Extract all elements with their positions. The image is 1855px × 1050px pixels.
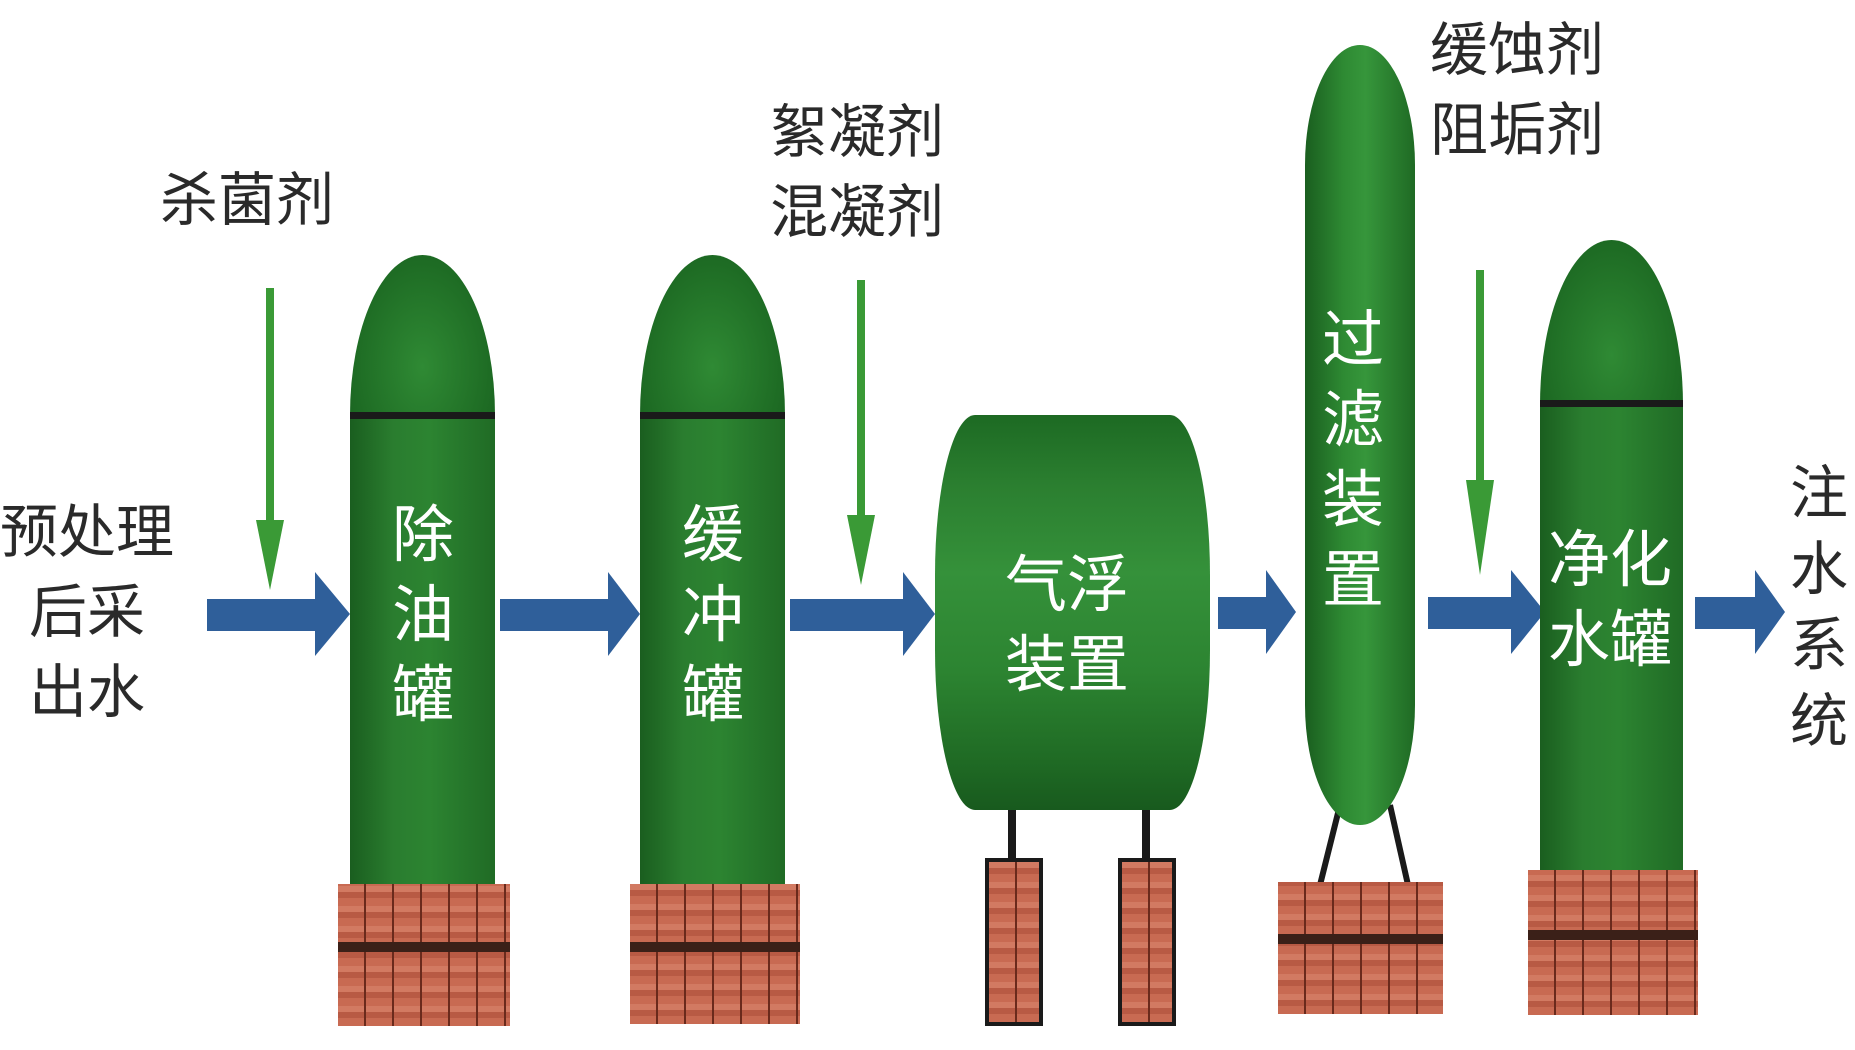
- purified-tank-label: 净化 水罐: [1548, 523, 1673, 676]
- flow-arrow-oil-to-buffer: [500, 572, 640, 656]
- flotation-foot-right: [1118, 858, 1176, 1026]
- filter-legs: [1317, 804, 1411, 886]
- buffer-tank-base: [630, 884, 800, 1024]
- inhibitor-label: 缓蚀剂 阻垢剂: [1430, 16, 1605, 164]
- flow-arrow-source-to-oil: [207, 572, 350, 656]
- flotation-foot-left: [985, 858, 1043, 1026]
- inhibitor-dose-arrow: [1466, 270, 1494, 575]
- oil-tank-seam: [350, 412, 495, 419]
- purified-tank-seam: [1540, 400, 1683, 407]
- flow-arrow-buffer-to-flotation: [790, 572, 935, 656]
- flow-arrow-flotation-to-filter: [1218, 570, 1296, 654]
- output-label: 注 水 系 统: [1790, 459, 1849, 755]
- flow-arrow-filter-to-purified: [1428, 570, 1545, 654]
- oil-tank-label: 除 油 罐: [392, 498, 455, 731]
- filter-label: 过 滤 装 置: [1322, 303, 1385, 616]
- coagulant-dose-arrow: [847, 280, 875, 585]
- buffer-tank-body: [640, 419, 785, 884]
- bactericide-dose-arrow: [256, 288, 284, 590]
- flow-arrow-purified-to-output: [1695, 570, 1785, 654]
- coagulant-label: 絮凝剂 混凝剂: [770, 98, 945, 246]
- purified-tank-body: [1540, 407, 1683, 870]
- oil-tank-base: [338, 884, 510, 1026]
- oil-tank-body: [350, 419, 495, 884]
- source-label: 预处理 后采 出水: [0, 498, 175, 726]
- flotation-legs: [1008, 800, 1150, 860]
- flotation-drum: [935, 415, 1210, 810]
- buffer-tank-seam: [640, 412, 785, 419]
- bactericide-label: 杀菌剂: [160, 166, 335, 234]
- purified-tank-base: [1528, 870, 1698, 1015]
- filter-base: [1278, 882, 1443, 1014]
- flotation-label: 气浮 装置: [1005, 548, 1130, 701]
- buffer-tank-label: 缓 冲 罐: [682, 498, 745, 731]
- filter-vessel: [1305, 45, 1415, 825]
